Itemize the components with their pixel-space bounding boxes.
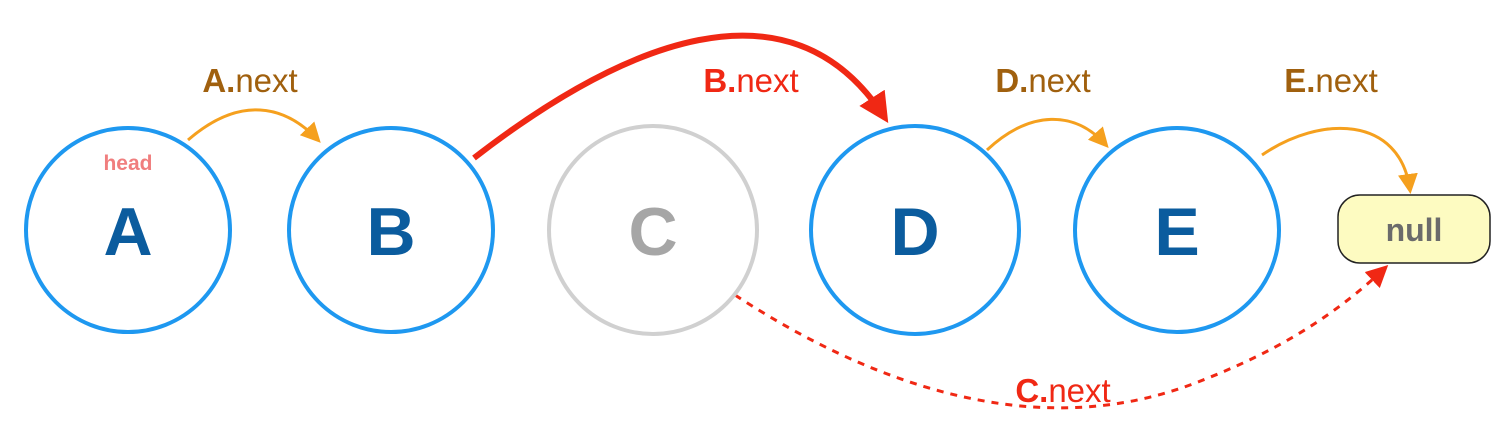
node-b: B xyxy=(287,126,495,334)
node-e: E xyxy=(1073,126,1281,334)
node-c: C xyxy=(547,124,759,336)
node-a: head A xyxy=(24,126,232,334)
node-c-letter: C xyxy=(628,194,677,270)
a-next-label: A.next xyxy=(202,62,297,99)
node-a-letter: A xyxy=(103,194,152,270)
null-label: null xyxy=(1386,212,1443,248)
e-next-label: E.next xyxy=(1284,62,1378,99)
arrow-e-to-null xyxy=(1261,126,1418,194)
d-next-label: D.next xyxy=(995,62,1090,99)
node-e-letter: E xyxy=(1154,194,1199,270)
node-b-letter: B xyxy=(366,194,415,270)
b-next-label: B.next xyxy=(703,62,798,99)
arrow-a-to-b xyxy=(187,108,321,143)
arrow-d-to-e xyxy=(985,117,1109,152)
null-node: null xyxy=(1337,194,1491,264)
node-d-letter: D xyxy=(890,194,939,270)
arrow-b-to-d xyxy=(472,32,889,161)
head-label: head xyxy=(103,152,152,175)
c-next-label: C.next xyxy=(1015,372,1110,409)
node-d: D xyxy=(809,124,1021,336)
